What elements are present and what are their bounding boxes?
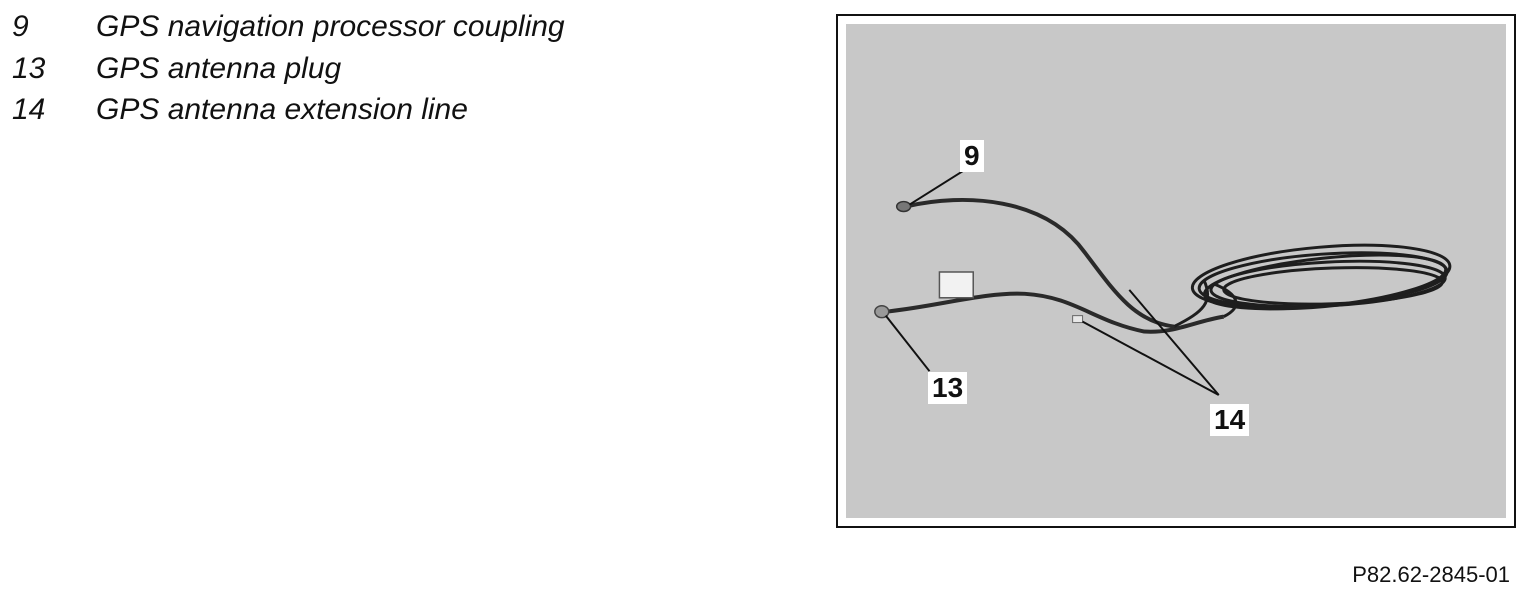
legend-item-description: GPS antenna extension line <box>96 93 468 126</box>
cable-illustration <box>874 169 1452 396</box>
legend-item-number: 14 <box>12 93 46 126</box>
figure-reference-code: P82.62-2845-01 <box>1352 562 1510 587</box>
callout-14: 14 <box>1210 404 1250 436</box>
legend-item-number: 13 <box>12 52 46 85</box>
callout-9: 9 <box>960 140 984 172</box>
cable-line-upper <box>905 198 1175 329</box>
plug-housing <box>938 271 974 299</box>
legend-item-number: 9 <box>12 10 29 43</box>
connector-9 <box>895 200 912 213</box>
callout-13: 13 <box>928 372 968 404</box>
legend-item-description: GPS navigation processor coupling <box>96 10 565 43</box>
cable-coil <box>1173 243 1452 328</box>
cable-photo: 9 13 14 <box>846 24 1506 518</box>
figure-frame: 9 13 14 <box>836 14 1516 528</box>
connector-13 <box>874 304 890 319</box>
cable-line-lower <box>885 291 1225 334</box>
leader-lines <box>884 169 1220 396</box>
legend-item-description: GPS antenna plug <box>96 52 342 85</box>
